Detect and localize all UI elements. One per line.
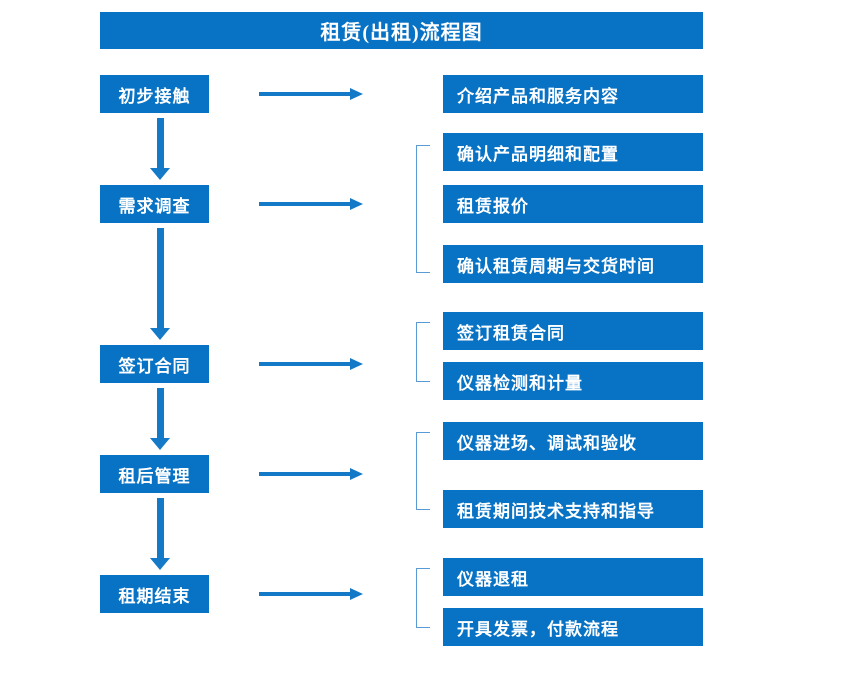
detail-box-rental-quotation[interactable]: 租赁报价 xyxy=(443,185,703,223)
detail-box-sign-rental-contract[interactable]: 签订租赁合同 xyxy=(443,312,703,350)
bracket-connector-group-5 xyxy=(416,568,430,628)
arrow-head xyxy=(150,328,170,340)
stage-box-post-rental-management[interactable]: 租后管理 xyxy=(100,455,209,493)
stage-box-initial-contact[interactable]: 初步接触 xyxy=(100,75,209,113)
horizontal-arrow-icon-3 xyxy=(259,356,363,372)
arrow-shaft xyxy=(157,498,164,558)
detail-box-confirm-product-spec[interactable]: 确认产品明细和配置 xyxy=(443,133,703,171)
vertical-arrow-icon-3 xyxy=(150,388,170,450)
page-title: 租赁(出租)流程图 xyxy=(100,12,703,49)
bracket-connector-group-3 xyxy=(416,322,430,382)
arrow-head xyxy=(150,168,170,180)
arrow-head xyxy=(150,558,170,570)
arrow-shaft xyxy=(259,472,351,476)
detail-box-introduce-products[interactable]: 介绍产品和服务内容 xyxy=(443,75,703,113)
detail-box-confirm-period-delivery[interactable]: 确认租赁周期与交货时间 xyxy=(443,245,703,283)
arrow-head xyxy=(350,88,363,100)
horizontal-arrow-icon-5 xyxy=(259,586,363,602)
arrow-shaft xyxy=(259,92,351,96)
arrow-head xyxy=(350,468,363,480)
detail-box-instrument-return[interactable]: 仪器退租 xyxy=(443,558,703,596)
bracket-connector-group-2 xyxy=(416,145,430,273)
detail-box-instrument-entry-commissioning[interactable]: 仪器进场、调试和验收 xyxy=(443,422,703,460)
detail-box-instrument-inspection[interactable]: 仪器检测和计量 xyxy=(443,362,703,400)
horizontal-arrow-icon-1 xyxy=(259,86,363,102)
detail-box-technical-support[interactable]: 租赁期间技术支持和指导 xyxy=(443,490,703,528)
bracket-connector-group-4 xyxy=(416,432,430,510)
arrow-shaft xyxy=(157,228,164,328)
vertical-arrow-icon-4 xyxy=(150,498,170,570)
detail-box-invoice-payment[interactable]: 开具发票，付款流程 xyxy=(443,608,703,646)
vertical-arrow-icon-2 xyxy=(150,228,170,340)
horizontal-arrow-icon-2 xyxy=(259,196,363,212)
horizontal-arrow-icon-4 xyxy=(259,466,363,482)
stage-box-sign-contract[interactable]: 签订合同 xyxy=(100,345,209,383)
stage-box-rental-end[interactable]: 租期结束 xyxy=(100,575,209,613)
arrow-head xyxy=(150,438,170,450)
vertical-arrow-icon-1 xyxy=(150,118,170,180)
arrow-head xyxy=(350,588,363,600)
arrow-head xyxy=(350,358,363,370)
arrow-shaft xyxy=(157,118,164,168)
arrow-shaft xyxy=(157,388,164,438)
arrow-head xyxy=(350,198,363,210)
arrow-shaft xyxy=(259,592,351,596)
arrow-shaft xyxy=(259,362,351,366)
arrow-shaft xyxy=(259,202,351,206)
stage-box-needs-survey[interactable]: 需求调查 xyxy=(100,185,209,223)
